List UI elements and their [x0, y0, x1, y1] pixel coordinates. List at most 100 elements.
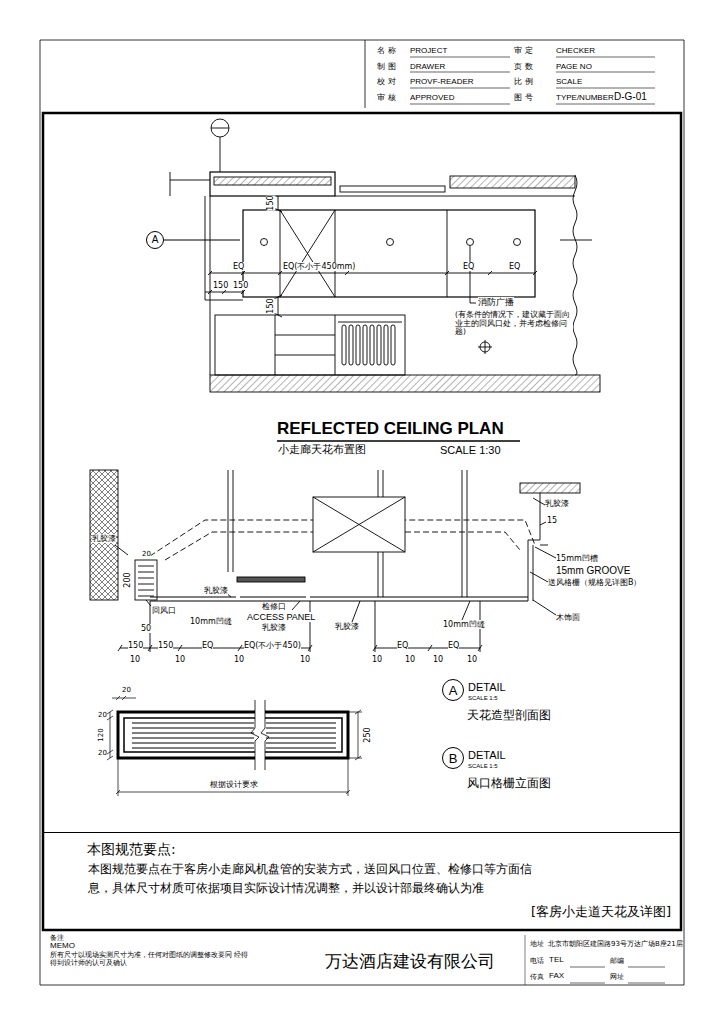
- label: 所有尺寸以现场实测尺寸为准，任何对图纸的调整修改要同 经得得到设计师的认可及确认: [50, 951, 250, 967]
- ceiling-plan: [164, 119, 600, 441]
- ceiling-plan-part: [338, 322, 402, 323]
- sheet-frame-part: [43, 113, 681, 930]
- grille-detail-b-part: [124, 718, 342, 752]
- label: APPROVED: [410, 93, 454, 102]
- note-text: 本图规范要点:: [87, 841, 176, 857]
- label: 150: [233, 281, 248, 290]
- label: 150: [213, 281, 228, 290]
- label: MEMO: [50, 941, 75, 950]
- ceiling-plan-part: [342, 325, 346, 365]
- label: EQ(不小于450): [244, 641, 301, 650]
- sheet-frame-part: [40, 40, 684, 985]
- ceiling-plan-part: [210, 375, 600, 392]
- label: 10: [433, 655, 443, 664]
- label: SCALE: [556, 77, 582, 86]
- label: 10: [175, 655, 185, 664]
- section-detail-a-part: [138, 566, 154, 596]
- section-detail-a-part: [520, 483, 580, 493]
- label: FAX: [549, 971, 564, 980]
- ceiling-plan-part: [335, 196, 575, 197]
- label: SCALE 1:5: [468, 763, 498, 770]
- grille-detail-b-part: [107, 710, 113, 760]
- ceiling-plan-part: [280, 210, 447, 297]
- label: 10: [234, 655, 244, 664]
- ceiling-plan-part: [220, 137, 221, 172]
- label: 10: [300, 655, 310, 664]
- label: 15mm GROOVE: [556, 565, 630, 577]
- label: 10: [467, 655, 477, 664]
- label: 150: [128, 641, 143, 650]
- ceiling-plan-part: [170, 172, 210, 196]
- label: 150: [266, 195, 275, 210]
- label: (有条件的情况下，建议藏于面向业主的回风口处，并考虑检修问题): [455, 311, 573, 337]
- label: DRAWER: [410, 62, 445, 71]
- label: 20: [142, 550, 151, 558]
- ceiling-plan-part: [340, 186, 445, 192]
- ceiling-plan-part: [205, 196, 210, 375]
- grille-detail-b-part: [112, 696, 136, 700]
- label: 乳胶漆: [204, 586, 228, 595]
- ceiling-plan-part: [205, 300, 243, 301]
- label: 乳胶漆: [335, 622, 359, 631]
- label: TYPE/NUMBER: [556, 93, 614, 102]
- section-detail-a-part: [237, 577, 305, 582]
- label: EQ: [202, 641, 213, 650]
- label: CHECKER: [556, 46, 595, 55]
- section-detail-a-part: [150, 601, 480, 652]
- label: PAGE NO: [556, 62, 592, 71]
- ceiling-plan-part: [210, 172, 335, 196]
- label: ACCESS PANEL: [247, 612, 315, 622]
- section-detail-a: [90, 470, 580, 652]
- ceiling-plan-part: [164, 240, 240, 241]
- section-detail-a-part: [165, 532, 313, 560]
- grille-detail-b-part: [116, 758, 350, 796]
- label: 传真: [530, 973, 544, 981]
- label: EQ: [397, 641, 408, 650]
- marker-letter: A: [449, 684, 458, 697]
- ceiling-plan-part: [356, 325, 360, 365]
- label: 120: [97, 728, 105, 741]
- grille-detail-b-part: [118, 712, 348, 758]
- label: REFLECTED CEILING PLAN: [277, 419, 504, 439]
- ceiling-plan-part: [363, 325, 367, 365]
- note-text: 本图规范要点在于客房小走廊风机盘管的安装方式，送回风口位置、检修口等方面信息，具…: [88, 860, 550, 898]
- label: D-G-01: [614, 91, 647, 103]
- grille-detail-b: [107, 696, 362, 796]
- ceiling-plan-part: [211, 128, 229, 129]
- detail-marker: A: [146, 231, 164, 249]
- ceiling-plan-part: [384, 325, 388, 365]
- label: 比 例: [514, 77, 533, 86]
- section-detail-a-part: [405, 532, 520, 550]
- label: TEL: [549, 955, 564, 964]
- section-detail-a-part: [313, 497, 405, 552]
- label: EQ: [463, 262, 474, 271]
- label: 电话: [530, 957, 544, 965]
- ceiling-plan-part: [208, 271, 537, 275]
- note-text: [客房小走道天花及详图]: [531, 905, 671, 920]
- detail-marker: B: [442, 747, 464, 769]
- label: EQ: [509, 262, 520, 271]
- label: SCALE 1:30: [440, 444, 501, 457]
- grille-detail-b-part: [132, 723, 336, 748]
- label: 50: [141, 624, 151, 633]
- label: 风口格栅立面图: [467, 777, 551, 791]
- ceiling-plan-part: [377, 325, 381, 365]
- label: 小走廊天花布置图: [278, 444, 366, 457]
- label: 北京市朝阳区建国路93号万达广场B座21层: [548, 940, 683, 948]
- label: SCALE 1:5: [468, 695, 498, 702]
- label: 乳胶漆: [92, 534, 116, 543]
- label: 乳胶漆: [262, 623, 286, 632]
- label: 页 数: [514, 62, 533, 71]
- section-detail-a-part: [228, 470, 467, 597]
- label: 10: [405, 655, 415, 664]
- label: 天花造型剖面图: [467, 709, 551, 723]
- label: 地址: [530, 940, 544, 948]
- ceiling-plan-part: [277, 440, 520, 442]
- ceiling-plan-part: [391, 325, 395, 365]
- label: 制 图: [377, 62, 396, 71]
- label: 250: [363, 727, 372, 742]
- ceiling-plan-part: [215, 315, 405, 375]
- ceiling-plan-part: [275, 315, 335, 375]
- label: 乳胶漆: [545, 499, 569, 508]
